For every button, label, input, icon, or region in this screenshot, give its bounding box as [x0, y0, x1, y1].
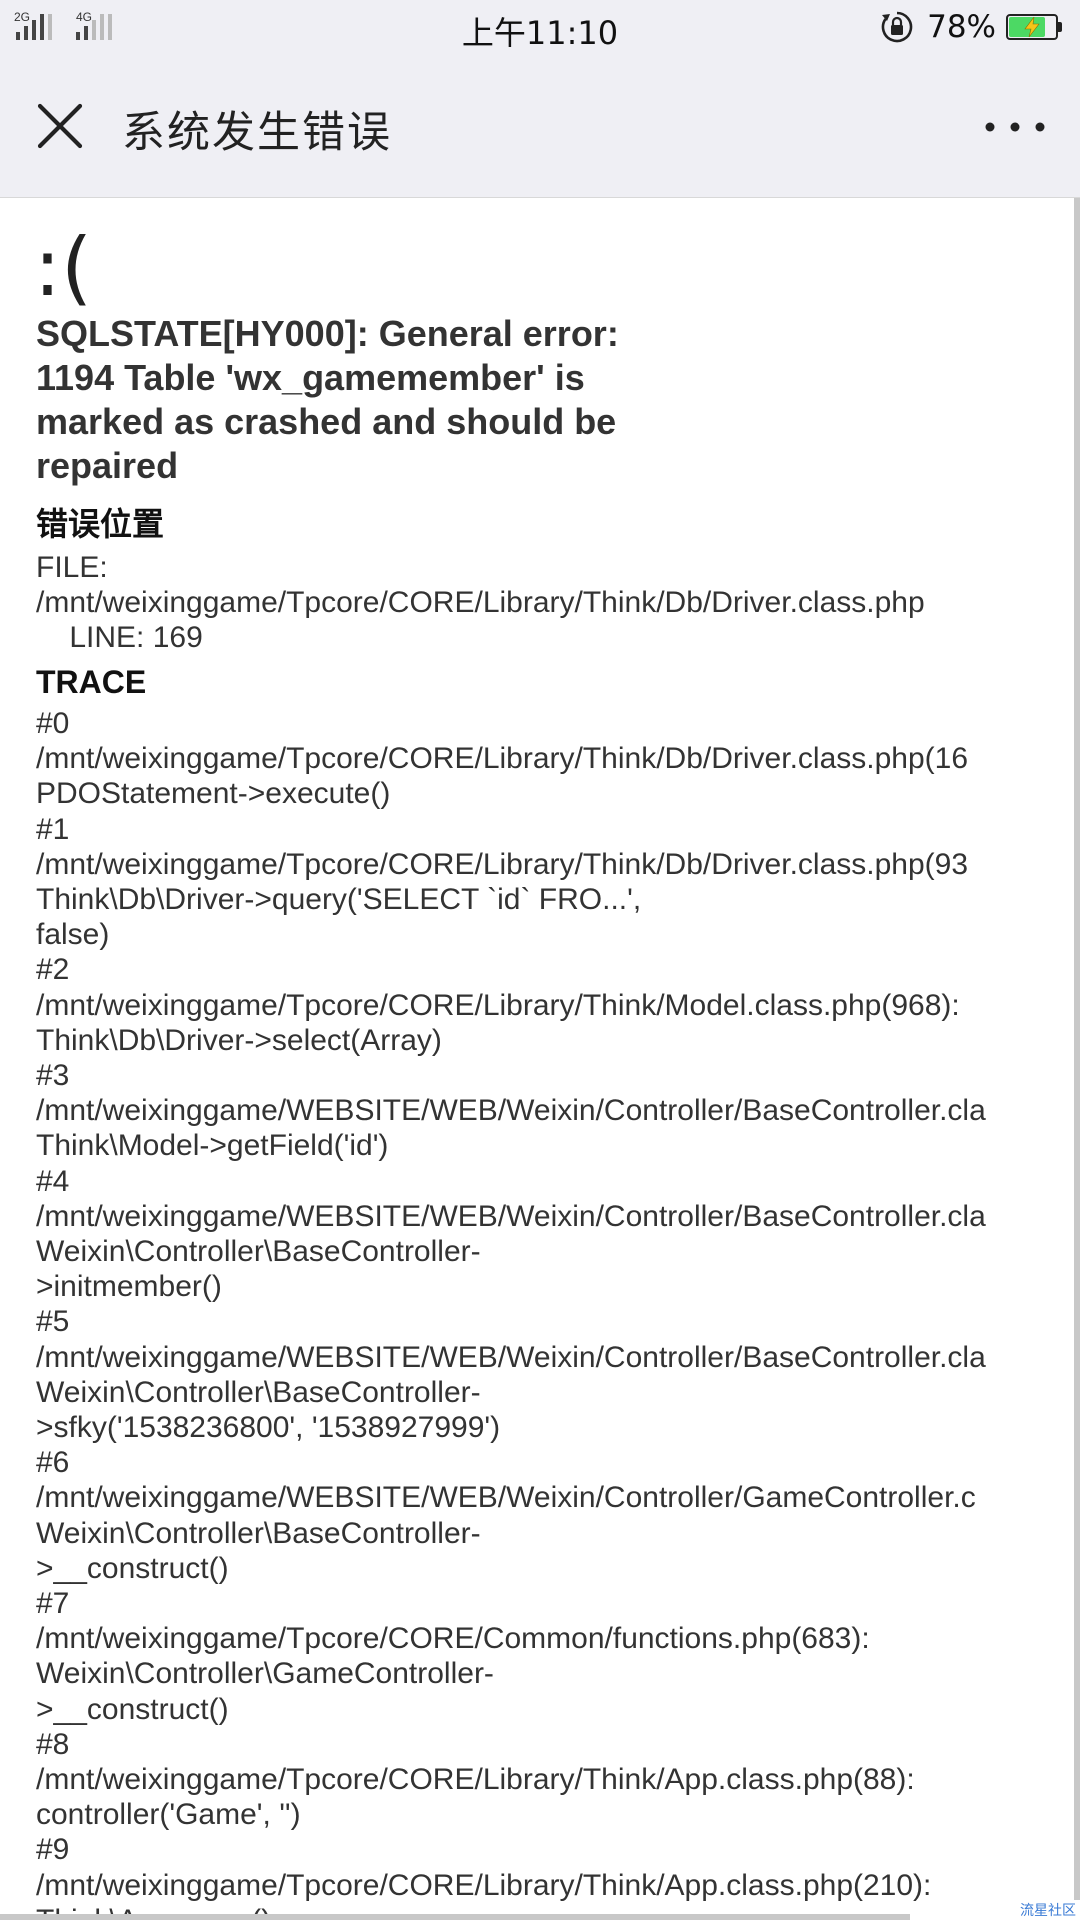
trace-line: /mnt/weixinggame/Tpcore/CORE/Library/Thi…: [36, 847, 969, 881]
close-icon[interactable]: [30, 96, 90, 156]
trace-line: #1: [36, 812, 70, 846]
battery-percent: 78%: [927, 9, 996, 45]
status-time: 上午11:10: [461, 14, 619, 52]
trace-line: /mnt/weixinggame/WEBSITE/WEB/Weixin/Cont…: [36, 1340, 986, 1374]
trace-line: Think\Model->getField('id'): [36, 1129, 389, 1163]
trace-line: >__construct(): [36, 1692, 229, 1726]
trace-line: controller('Game', ''): [36, 1798, 301, 1832]
trace-line: /mnt/weixinggame/Tpcore/CORE/Library/Thi…: [36, 1868, 932, 1902]
page-title: 系统发生错误: [122, 108, 392, 158]
more-icon[interactable]: [980, 102, 1050, 152]
battery-icon: [1006, 14, 1062, 40]
location-line: FILE:: [36, 551, 108, 584]
location-line: LINE: 169: [36, 621, 203, 654]
signal-icon-2: 4G: [66, 10, 118, 40]
trace-line: >__construct(): [36, 1551, 229, 1585]
status-bar: 2G 4G 上午11:10 78%: [0, 0, 1080, 54]
trace-line: Weixin\Controller\BaseController-: [36, 1235, 481, 1268]
sad-face: :(: [34, 221, 93, 314]
rotation-lock-icon: [881, 11, 913, 43]
location-line: /mnt/weixinggame/Tpcore/CORE/Library/Thi…: [36, 586, 925, 619]
trace-line: Weixin\Controller\GameController-: [36, 1657, 494, 1691]
watermark: 流星社区: [1016, 1900, 1080, 1920]
trace-line: #4: [36, 1164, 70, 1198]
trace-line: #0: [36, 707, 70, 740]
signal-icon-1: 2G: [14, 10, 58, 40]
trace-line: #8: [36, 1727, 70, 1761]
trace-line: /mnt/weixinggame/Tpcore/CORE/Library/Thi…: [36, 1763, 915, 1796]
error-page-content[interactable]: :( SQLSTATE[HY000]: General error: 1194 …: [0, 198, 1074, 1920]
trace-line: Weixin\Controller\BaseController-: [36, 1516, 481, 1550]
trace-line: #3: [36, 1059, 70, 1092]
trace-line: #2: [36, 953, 70, 987]
trace-line: /mnt/weixinggame/Tpcore/CORE/Library/Thi…: [36, 742, 969, 776]
trace-line: PDOStatement->execute(): [36, 777, 391, 811]
trace-line: Think\Db\Driver->select(Array): [36, 1023, 442, 1057]
error-message: SQLSTATE[HY000]: General error: 1194 Tab…: [36, 313, 619, 486]
trace-line: /mnt/weixinggame/Tpcore/CORE/Common/func…: [36, 1622, 870, 1656]
status-right-group: 78%: [879, 9, 1062, 45]
error-location-heading: 错误位置: [36, 506, 165, 542]
trace-line: #5: [36, 1305, 70, 1339]
nav-header: 系统发生错误: [0, 54, 1080, 198]
trace-line: Think\Db\Driver->query('SELECT `id` FRO.…: [36, 883, 642, 916]
trace-line: false): [36, 918, 110, 952]
network-type-label: 2G: [14, 10, 31, 24]
trace-heading: TRACE: [36, 664, 147, 700]
trace-line: >initmember(): [36, 1270, 222, 1304]
trace-line: /mnt/weixinggame/WEBSITE/WEB/Weixin/Cont…: [36, 1094, 986, 1128]
trace-line: /mnt/weixinggame/Tpcore/CORE/Library/Thi…: [36, 988, 960, 1022]
trace-line: /mnt/weixinggame/WEBSITE/WEB/Weixin/Cont…: [36, 1481, 976, 1515]
vertical-scrollbar[interactable]: [1074, 198, 1080, 1920]
trace-line: #9: [36, 1833, 70, 1867]
trace-line: >sfky('1538236800', '1538927999'): [36, 1411, 501, 1444]
trace-line: #6: [36, 1446, 70, 1480]
trace-line: #7: [36, 1587, 70, 1620]
horizontal-scrollbar[interactable]: [0, 1914, 910, 1920]
trace-line: /mnt/weixinggame/WEBSITE/WEB/Weixin/Cont…: [36, 1199, 986, 1233]
trace-line: Weixin\Controller\BaseController-: [36, 1375, 481, 1409]
network-type-label: 4G: [76, 10, 93, 24]
charging-bolt-icon: [1024, 16, 1040, 38]
